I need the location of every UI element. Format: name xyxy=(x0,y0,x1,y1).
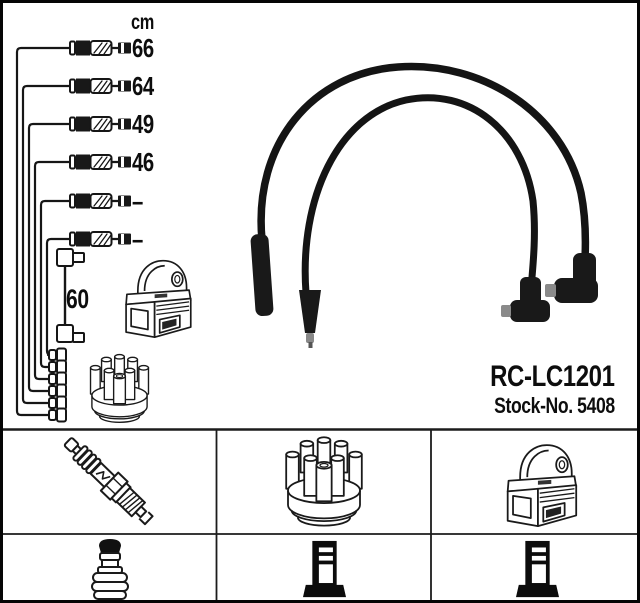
ignition-coil-icon xyxy=(125,259,192,338)
coil-wire-icon xyxy=(56,248,85,343)
elbow-boot-icon xyxy=(501,277,550,322)
distributor-cap-icon xyxy=(285,436,363,527)
distributor-end-terminals xyxy=(48,347,67,423)
straight-boot-icon xyxy=(250,233,274,317)
cable-length-label: – xyxy=(132,186,143,216)
legend-grid-lines xyxy=(3,428,637,600)
spark-plug-icon xyxy=(63,437,154,526)
cable-diagram xyxy=(15,39,133,423)
distributor-tower-terminal-icon xyxy=(302,540,347,598)
plug-terminal-nut-icon xyxy=(91,539,129,600)
unit-header: cm xyxy=(131,11,154,34)
line-art-canvas xyxy=(3,39,637,600)
coil-wire-length-label: 60 xyxy=(66,284,89,314)
part-number: RC-LC1201 xyxy=(490,360,616,393)
cable-length-label: 64 xyxy=(132,71,154,101)
distributor-tower-terminal-icon xyxy=(515,540,560,598)
elbow-boot-icon xyxy=(545,253,598,303)
stock-number: Stock-No. 5408 xyxy=(494,393,615,418)
cable-connector-icons xyxy=(68,39,133,248)
ignition-cable-set-photo xyxy=(250,62,598,348)
cable-length-label: – xyxy=(132,224,143,254)
ignition-coil-icon xyxy=(506,444,578,527)
distributor-cap-icon xyxy=(89,353,150,424)
cable-length-label: 66 xyxy=(132,33,154,63)
cone-boot-icon xyxy=(299,290,321,348)
cable-length-label: 49 xyxy=(132,109,154,139)
cable-length-label: 46 xyxy=(132,147,154,177)
